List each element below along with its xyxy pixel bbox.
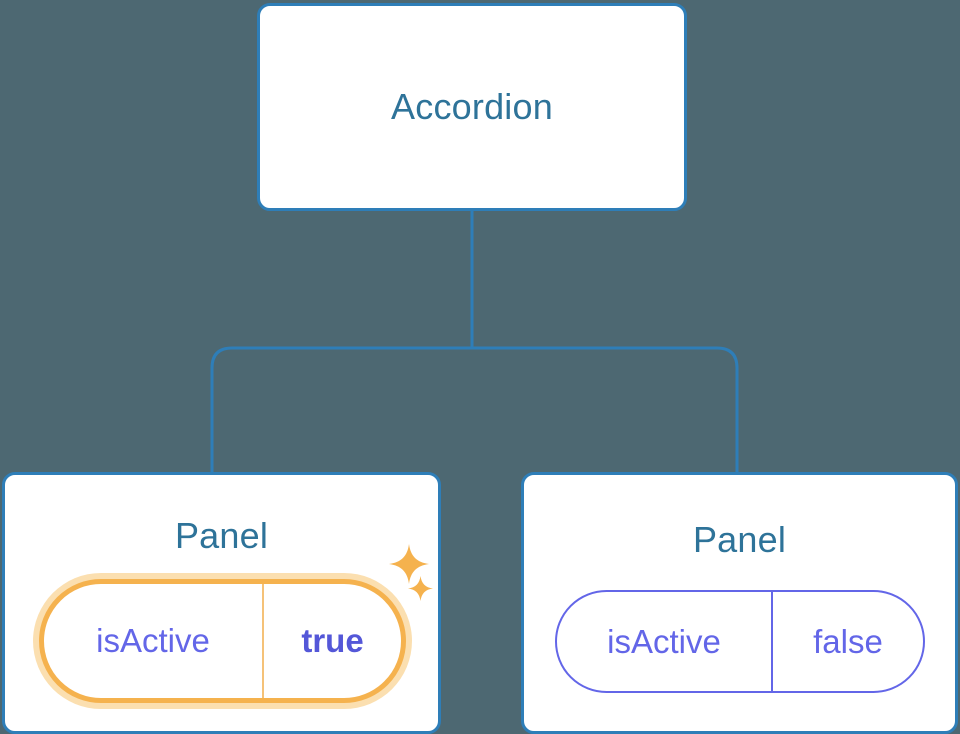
node-panel-right-title: Panel xyxy=(692,519,787,560)
prop-key-cell: isActive xyxy=(44,584,262,698)
node-accordion[interactable]: Accordion xyxy=(257,3,687,211)
prop-value-label: true xyxy=(301,622,364,659)
edge-branch-bar xyxy=(210,346,739,472)
prop-pill-isactive-true[interactable]: isActive true xyxy=(39,579,406,703)
prop-key-label: isActive xyxy=(607,622,721,660)
prop-value-label: false xyxy=(813,622,883,660)
node-accordion-title: Accordion xyxy=(391,86,553,127)
node-panel-left-body: Panel xyxy=(5,475,438,731)
prop-pill-isactive-false[interactable]: isActive false xyxy=(555,590,925,693)
node-panel-right-body: Panel xyxy=(524,475,955,731)
prop-key-label: isActive xyxy=(96,622,210,659)
prop-value-cell: false xyxy=(771,592,923,691)
prop-key-cell: isActive xyxy=(557,592,771,691)
node-panel-left-title: Panel xyxy=(174,515,269,556)
prop-value-cell: true xyxy=(262,584,401,698)
